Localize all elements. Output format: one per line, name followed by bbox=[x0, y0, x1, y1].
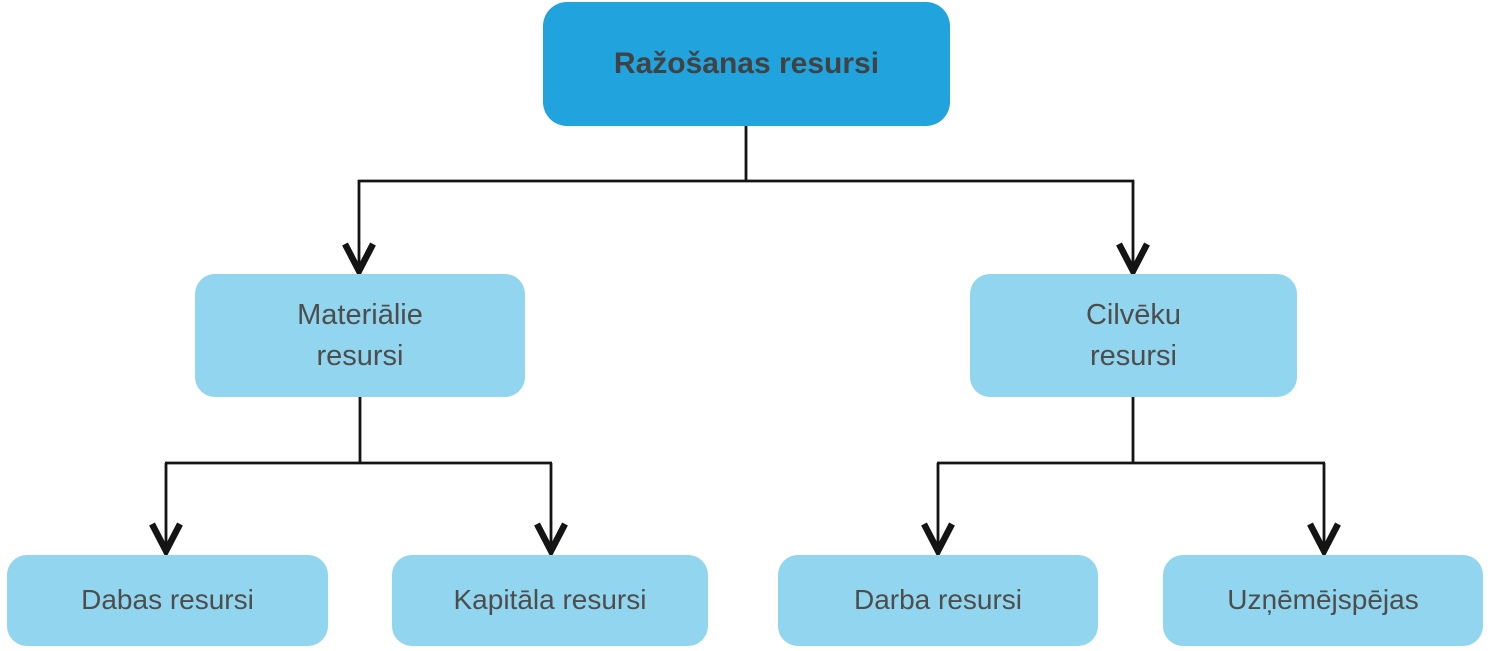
node-kapitala-resursi: Kapitāla resursi bbox=[392, 555, 708, 646]
arrow-down-icon bbox=[921, 522, 955, 559]
arrow-down-icon bbox=[534, 522, 568, 559]
arrow-down-icon bbox=[1116, 242, 1150, 279]
arrow-down-icon bbox=[1307, 522, 1341, 559]
arrow-down-icon bbox=[149, 522, 183, 559]
connector-right-subtree-rail bbox=[936, 397, 1326, 547]
node-dabas-resursi: Dabas resursi bbox=[7, 555, 328, 646]
node-cilveku-resursi: Cilvēku resursi bbox=[970, 274, 1297, 397]
connector-root-rail bbox=[357, 126, 1135, 266]
arrow-down-icon bbox=[342, 242, 376, 279]
connector-left-subtree-rail bbox=[164, 397, 553, 547]
node-materialie-resursi: Materiālie resursi bbox=[195, 274, 525, 397]
node-razosanas-resursi: Ražošanas resursi bbox=[543, 2, 950, 126]
node-darba-resursi: Darba resursi bbox=[778, 555, 1098, 646]
node-uznemejspejas: Uzņēmējspējas bbox=[1163, 555, 1483, 646]
